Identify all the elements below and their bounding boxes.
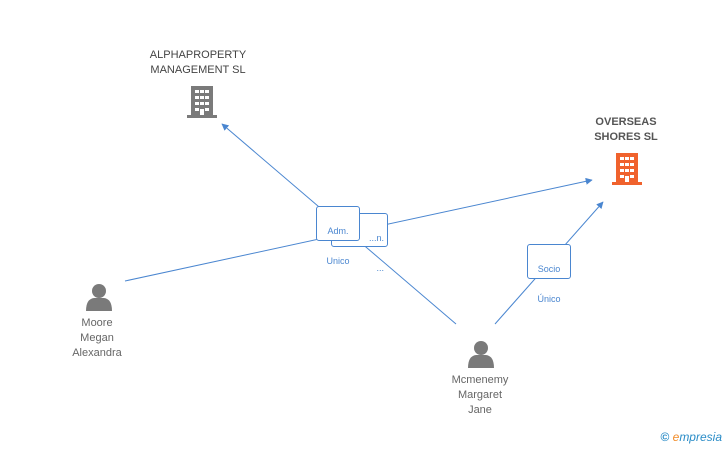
empresia-watermark: © empresia: [660, 430, 722, 444]
label-line: Mcmenemy: [451, 374, 509, 386]
label-line: Alexandra: [72, 347, 122, 359]
edge-label-line: Unico: [326, 256, 350, 266]
edge-label-line: ...n.: [368, 233, 384, 243]
edge-label-line: ...: [376, 263, 384, 273]
label-line: SHORES SL: [594, 131, 658, 143]
copyright-symbol: ©: [660, 430, 670, 444]
label-line: Margaret: [457, 389, 503, 401]
brand-rest: mpresia: [679, 430, 722, 444]
person-label-moore[interactable]: Moore Megan Alexandra: [47, 316, 147, 361]
person-label-mcmenemy[interactable]: Mcmenemy Margaret Jane: [430, 373, 530, 418]
edge-label-socio-unico[interactable]: Socio Único: [527, 244, 571, 304]
company-label-alphaproperty[interactable]: ALPHAPROPERTY MANAGEMENT SL: [128, 48, 268, 78]
building-icon[interactable]: [187, 86, 217, 118]
label-line: Megan: [80, 332, 114, 344]
label-line: MANAGEMENT SL: [150, 64, 246, 76]
label-line: Jane: [468, 404, 492, 416]
edge-label-line: Único: [537, 294, 561, 304]
company-label-overseas[interactable]: OVERSEAS SHORES SL: [566, 115, 686, 145]
label-line: Moore: [81, 317, 113, 329]
edge-label-line: Socio: [537, 264, 561, 274]
person-icon[interactable]: [86, 284, 112, 311]
brand-initial: e: [672, 430, 680, 444]
label-line: OVERSEAS: [595, 116, 657, 128]
person-icon[interactable]: [468, 341, 494, 368]
building-icon[interactable]: [612, 153, 642, 185]
brand-logo: empresia: [673, 430, 722, 444]
label-line: ALPHAPROPERTY: [149, 49, 247, 61]
edge-label-adm-unico[interactable]: Adm. Unico: [316, 206, 360, 266]
edge-label-line: Adm.: [327, 226, 349, 236]
